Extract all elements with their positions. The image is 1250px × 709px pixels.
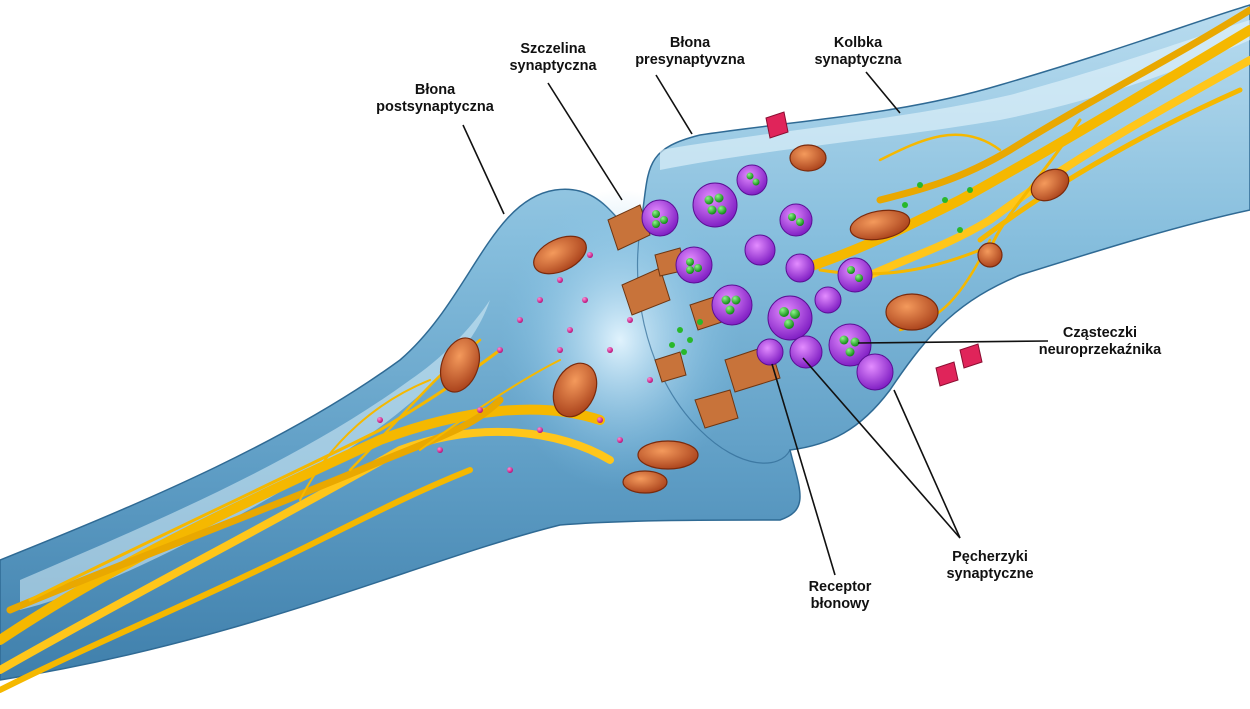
- label-receptor-line2: błonowy: [790, 596, 890, 613]
- label-vesicles-line1: Pęcherzyki: [930, 549, 1050, 566]
- label-knob-line1: Kolbka: [798, 35, 918, 52]
- label-synaptic-knob: Kolbka synaptyczna: [798, 35, 918, 69]
- label-synaptic-vesicles: Pęcherzyki synaptyczne: [930, 549, 1050, 583]
- label-vesicles-line2: synaptyczne: [930, 566, 1050, 583]
- leader-presynaptic: [656, 75, 692, 134]
- label-presynaptic-line1: Błona: [625, 35, 755, 52]
- label-cleft-line2: synaptyczna: [488, 58, 618, 75]
- label-neurotransmitter-line1: Cząsteczki: [1030, 325, 1170, 342]
- leader-cleft: [548, 83, 622, 200]
- label-postsynaptic-membrane: Błona postsynaptyczna: [360, 82, 510, 116]
- leader-postsynaptic: [463, 125, 504, 214]
- label-cleft-line1: Szczelina: [488, 41, 618, 58]
- label-receptor-line1: Receptor: [790, 579, 890, 596]
- label-postsynaptic-line1: Błona: [360, 82, 510, 99]
- leader-vesicle-1: [894, 390, 960, 538]
- leader-knob: [866, 72, 900, 113]
- label-membrane-receptor: Receptor błonowy: [790, 579, 890, 613]
- label-knob-line2: synaptyczna: [798, 52, 918, 69]
- label-neurotransmitter-line2: neuroprzekaźnika: [1030, 342, 1170, 359]
- label-neurotransmitter-molecules: Cząsteczki neuroprzekaźnika: [1030, 325, 1170, 359]
- label-postsynaptic-line2: postsynaptyczna: [360, 99, 510, 116]
- label-presynaptic-membrane: Błona presynaptyvzna: [625, 35, 755, 69]
- label-synaptic-cleft: Szczelina synaptyczna: [488, 41, 618, 75]
- label-presynaptic-line2: presynaptyvzna: [625, 52, 755, 69]
